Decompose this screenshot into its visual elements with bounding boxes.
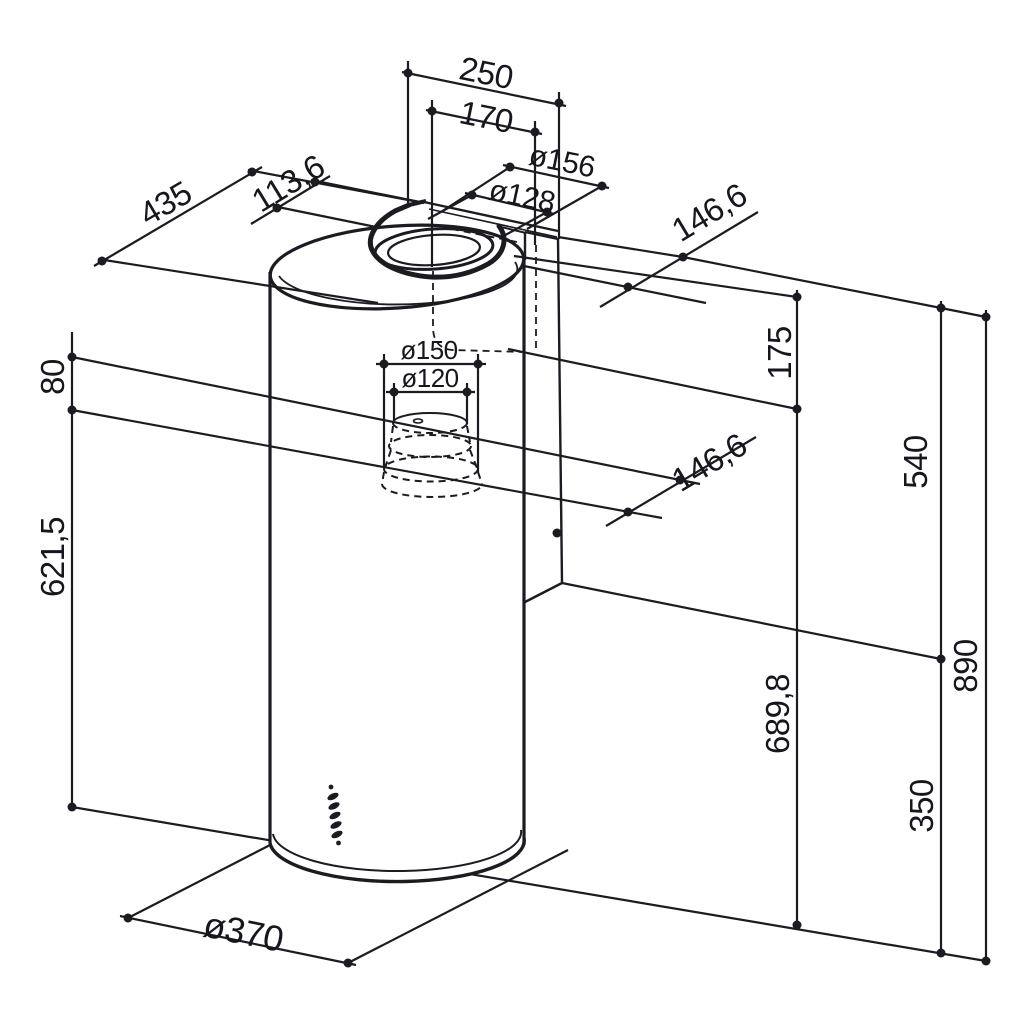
button-dot-bottom — [336, 840, 341, 846]
duct-hidden-path — [432, 271, 527, 353]
reducer-step-1 — [388, 434, 472, 458]
hood-cylinder — [268, 223, 526, 884]
reducer-bottom-arc — [381, 483, 483, 498]
ref-line-bracket-bottom — [561, 581, 942, 661]
ref-line-wall-top — [557, 235, 987, 319]
cylinder-base-arc — [268, 837, 526, 884]
ref-line-cylinder-rear — [523, 264, 707, 305]
dim-label-689-8: 689,8 — [759, 674, 796, 754]
cylinder-fill — [268, 223, 525, 882]
reducer-top-arc — [392, 412, 468, 424]
duct-reducer — [381, 412, 483, 498]
dim-label-170: 170 — [456, 93, 516, 140]
plate-left-corner — [408, 199, 427, 207]
dim-label-621-5: 621,5 — [34, 517, 71, 597]
dim-label-146-6-top: 146,6 — [665, 176, 753, 249]
button-oval — [331, 830, 343, 839]
plate-front-right-edge — [496, 225, 527, 234]
dim-label-250: 250 — [456, 49, 516, 96]
dim-label-435: 435 — [133, 174, 198, 233]
dim-label-156: ø156 — [526, 139, 598, 185]
dim-label-540: 540 — [897, 435, 934, 489]
button-oval — [328, 802, 340, 810]
bracket-right-edge — [556, 238, 564, 584]
bracket-top-edge — [524, 230, 559, 241]
reducer-top-back-arc — [392, 422, 468, 434]
reference-lines — [71, 235, 987, 661]
dim-label-350: 350 — [903, 779, 940, 833]
dim-label-890: 890 — [947, 639, 984, 693]
dimension-dots — [67, 68, 991, 968]
reducer-clip-mark — [412, 418, 424, 424]
ref-line-reducer-top — [71, 355, 701, 486]
dim-label-120: ø120 — [401, 363, 458, 393]
button-oval — [330, 821, 342, 829]
ref-line-duct-bottom — [507, 347, 798, 411]
dim-label-150: ø150 — [400, 335, 457, 365]
floor-right-edge — [347, 849, 569, 964]
button-dot-top — [328, 784, 334, 790]
dim-line-150 — [376, 354, 486, 472]
floor-baseline — [71, 805, 987, 963]
dim-label-128: ø128 — [486, 174, 558, 220]
dim-line-128 — [427, 191, 555, 239]
bracket-bottom-edge — [524, 581, 563, 604]
dim-label-370: ø370 — [200, 904, 287, 960]
floor-front-edge-dim370 — [119, 914, 357, 967]
ref-line-plate-front — [513, 254, 798, 299]
top-keyhole-opening — [368, 202, 507, 280]
dim-label-80: 80 — [34, 359, 71, 395]
dimension-lines — [70, 61, 988, 961]
dim-line-250 — [401, 61, 567, 239]
button-oval — [329, 811, 341, 820]
control-buttons — [327, 784, 343, 846]
ref-line-reducer-bottom — [71, 408, 663, 520]
button-oval — [327, 792, 339, 801]
cylinder-base-rim-arc — [272, 829, 523, 873]
dimension-labels: 250 170 ø156 ø128 435 113,6 146,6 146,6 … — [34, 49, 984, 960]
wall-bracket — [432, 230, 564, 604]
reducer-neck-sides — [390, 425, 471, 443]
dim-label-175: 175 — [761, 326, 798, 380]
dim-label-146-6-mid: 146,6 — [665, 426, 753, 499]
